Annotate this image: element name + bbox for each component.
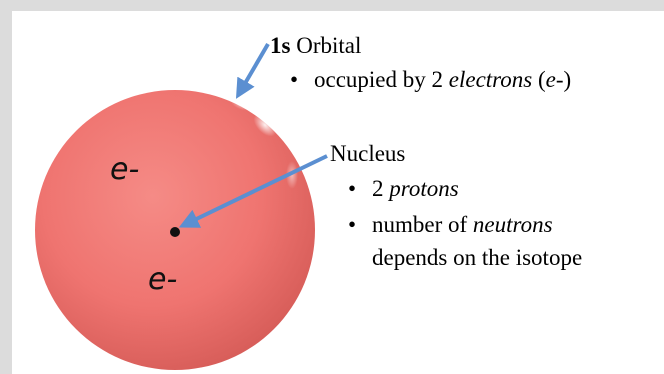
nucleus-bullet: •2 protons [348,175,459,203]
bullet-glyph: • [290,66,314,94]
orbital-bullet: •occupied by 2 electrons (e-) [290,66,571,94]
orbital-bullet-em2: e- [546,67,564,92]
electron-label: e- [148,262,177,297]
nucleus-dot [170,227,180,237]
nucleus-bullet-em: protons [389,176,458,201]
nucleus-title: Nucleus [330,140,405,168]
orbital-bullet-em: electrons [449,67,532,92]
orbital-bullet-post: ) [564,67,572,92]
nucleus-bullet-pre: number of [372,212,473,237]
orbital-bullet-mid: ( [532,67,545,92]
electron-label: e- [110,152,139,187]
orbital-title-rest: Orbital [290,33,361,58]
orbital-arrow [240,44,268,92]
nucleus-bullet: •number of neutrons [348,211,553,239]
orbital-bullet-pre: occupied by 2 [314,67,449,92]
bullet-glyph: • [348,211,372,239]
bullet-glyph: • [348,175,372,203]
nucleus-bullet-continuation: depends on the isotope [372,244,582,272]
nucleus-bullet-em: neutrons [473,212,553,237]
nucleus-bullet-pre: 2 [372,176,389,201]
orbital-title-bold: 1s [270,33,290,58]
orbital-title: 1s Orbital [270,32,361,60]
